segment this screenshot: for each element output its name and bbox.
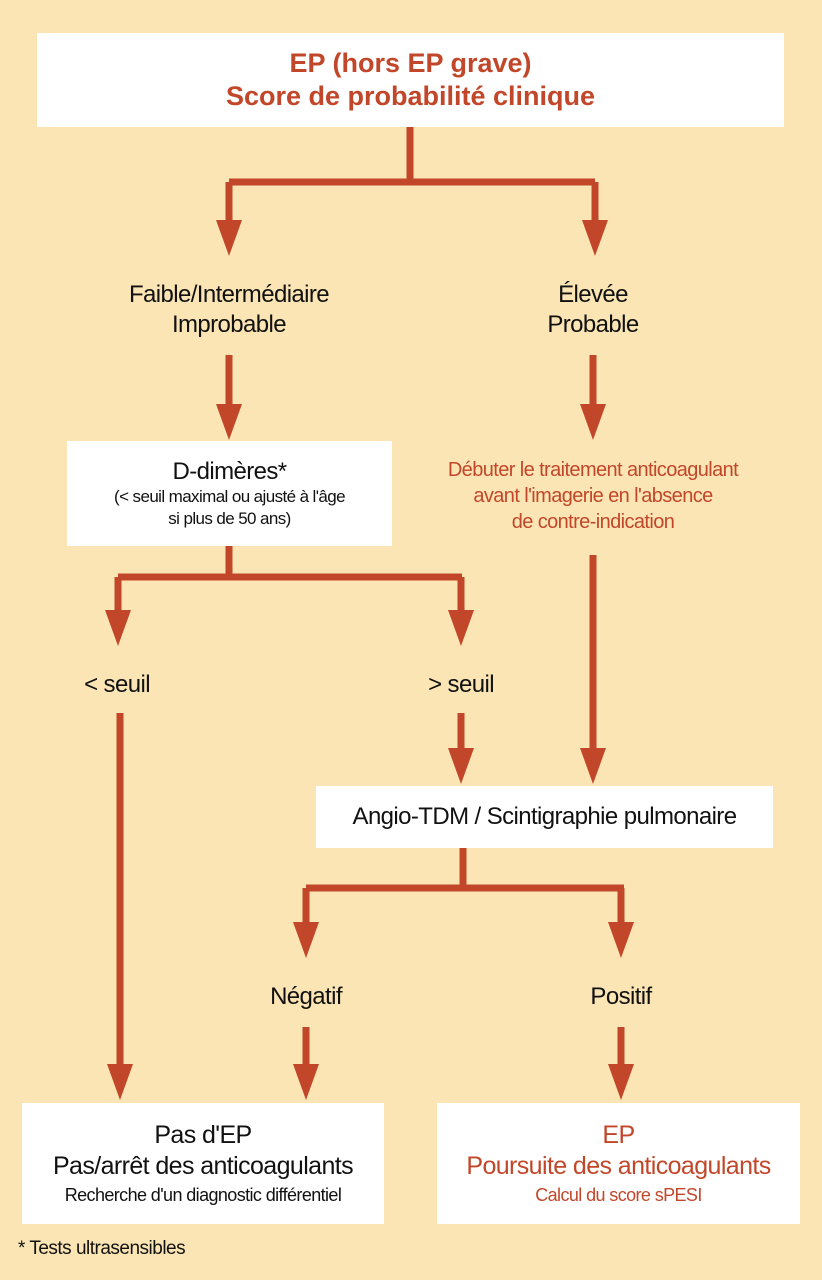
pe-line3: Calcul du score sPESI <box>535 1184 702 1205</box>
ddimer-line3: si plus de 50 ans) <box>168 508 291 528</box>
ddimer-line2: (< seuil maximal ou ajusté à l'âge <box>114 486 345 506</box>
arrow-negative-to-no-pe <box>293 1027 319 1100</box>
arrow-high-to-note <box>580 355 606 440</box>
anticoag-note-line3: de contre-indication <box>511 511 675 533</box>
branch-low-label: Faible/Intermédiaire Improbable <box>128 280 330 340</box>
top-subtitle: Score de probabilité clinique <box>225 81 596 111</box>
imaging-label: Angio-TDM / Scintigraphie pulmonaire <box>352 803 738 830</box>
top-title: EP (hors EP grave) <box>289 48 532 78</box>
negative-label: Négatif <box>270 983 342 1010</box>
branch-high-line2: Probable <box>547 311 639 338</box>
anticoag-note-line2: avant l'imagerie en l'absence <box>473 485 713 507</box>
connector-imaging-split <box>293 848 634 958</box>
ddimer-title: D-dimères* <box>172 457 287 485</box>
arrow-low-to-ddimer <box>216 355 242 440</box>
no-pe-line3: Recherche d'un diagnostic différentiel <box>64 1184 342 1205</box>
arrow-below-to-no-pe <box>107 713 133 1100</box>
connector-top-split <box>216 127 608 256</box>
arrow-note-to-imaging <box>580 555 606 784</box>
arrow-positive-to-pe <box>608 1027 634 1100</box>
ddimer-box: D-dimères* (< seuil maximal ou ajusté à … <box>67 441 392 546</box>
no-pe-box: Pas d'EP Pas/arrêt des anticoagulants Re… <box>22 1103 384 1224</box>
pe-box: EP Poursuite des anticoagulants Calcul d… <box>437 1103 800 1224</box>
pe-line2: Poursuite des anticoagulants <box>466 1151 771 1180</box>
footnote: * Tests ultrasensibles <box>18 1238 186 1259</box>
pe-line1: EP <box>602 1120 635 1149</box>
branch-low-line1: Faible/Intermédiaire <box>128 281 330 308</box>
arrow-above-to-imaging <box>448 713 474 784</box>
imaging-box: Angio-TDM / Scintigraphie pulmonaire <box>316 786 773 848</box>
anticoag-note: Débuter le traitement anticoagulant avan… <box>447 457 739 535</box>
top-box: EP (hors EP grave) Score de probabilité … <box>37 33 784 127</box>
anticoag-note-line1: Débuter le traitement anticoagulant <box>447 459 739 481</box>
connector-ddimer-split <box>105 546 474 646</box>
below-threshold-label: < seuil <box>84 671 150 698</box>
no-pe-line1: Pas d'EP <box>154 1120 252 1149</box>
branch-high-line1: Élevée <box>558 281 628 308</box>
branch-low-line2: Improbable <box>171 311 287 338</box>
branch-high-label: Élevée Probable <box>547 280 639 340</box>
positive-label: Positif <box>590 983 652 1010</box>
no-pe-line2: Pas/arrêt des anticoagulants <box>52 1151 354 1180</box>
above-threshold-label: > seuil <box>428 671 494 698</box>
